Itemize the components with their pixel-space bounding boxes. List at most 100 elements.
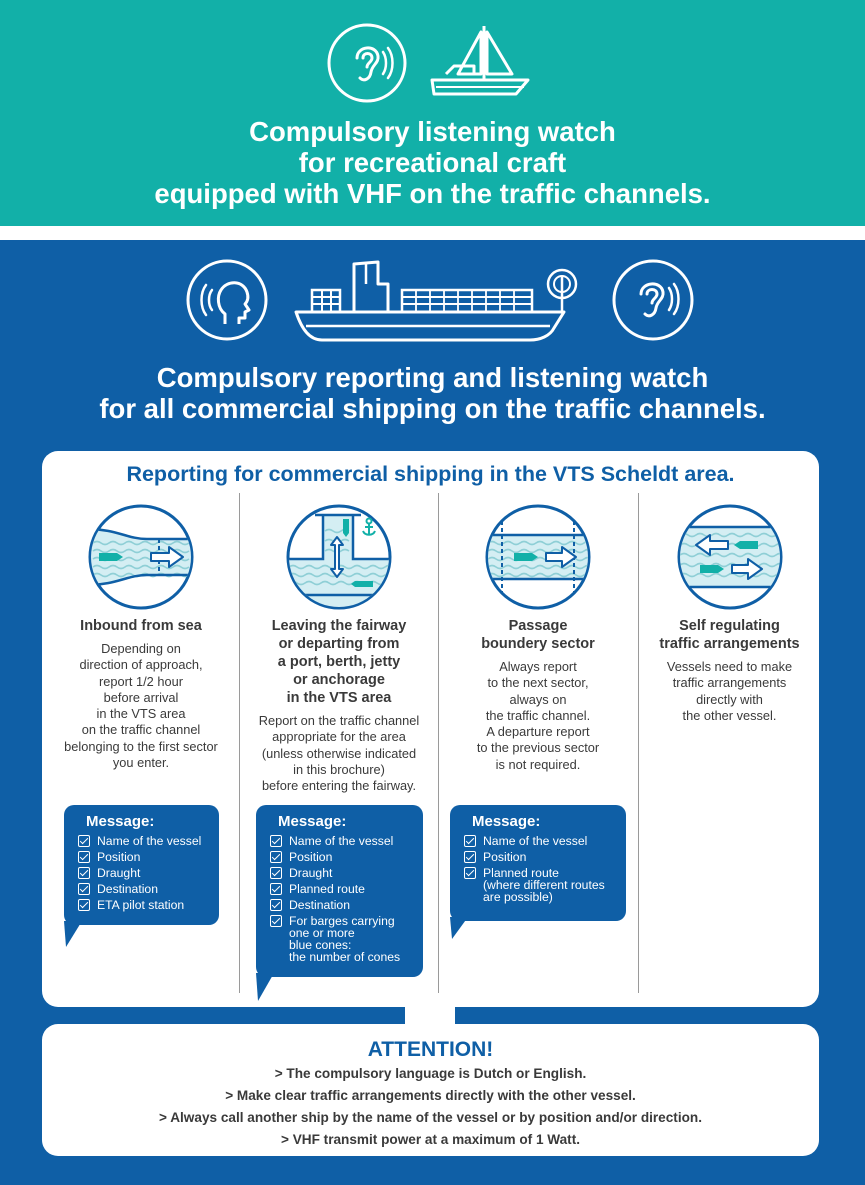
- checkbox-icon: [78, 835, 90, 847]
- checkbox-icon: [464, 867, 476, 879]
- body-line: on the traffic channel: [81, 722, 201, 738]
- leaving-berth-icon: [286, 504, 392, 610]
- message-item: Position: [270, 849, 413, 865]
- message-item: Position: [464, 849, 616, 865]
- message-item: Name of the vessel: [78, 833, 209, 849]
- sailboat-icon: [430, 26, 530, 96]
- checkbox-icon: [464, 835, 476, 847]
- column-leaving-fairway: Leaving the fairway or departing from a …: [244, 503, 434, 794]
- two-way-traffic-icon: [677, 504, 782, 610]
- heading-line: or departing from: [278, 636, 400, 652]
- message-item: Destination: [270, 897, 413, 913]
- body-line: Depending on: [101, 641, 181, 656]
- message-item: Planned route: [270, 881, 413, 897]
- message-item: Position: [78, 849, 209, 865]
- heading-line: Leaving the fairway: [271, 618, 407, 634]
- panel-title: Reporting for commercial shipping in the…: [126, 462, 735, 486]
- header-icons: [0, 22, 865, 103]
- checkbox-icon: [270, 851, 282, 863]
- body-line: always on: [509, 691, 567, 707]
- reporting-panel: Reporting for commercial shipping in the…: [42, 451, 819, 1007]
- message-item: Destination: [78, 881, 209, 897]
- message-box: Message: Name of the vessel Position Dra…: [256, 805, 423, 977]
- body-line: before entering the fairway.: [261, 778, 417, 794]
- speaking-head-icon: [186, 259, 268, 341]
- message-box: Message: Name of the vessel Position Dra…: [64, 805, 219, 925]
- column-divider: [239, 493, 240, 993]
- body-line: A departure report: [486, 724, 590, 740]
- body-line: in the VTS area: [96, 706, 186, 722]
- header-title-line: Compulsory listening watch: [249, 116, 616, 147]
- heading-line: a port, berth, jetty: [277, 654, 401, 670]
- heading-line: Inbound from sea: [80, 618, 202, 634]
- body-line: is not required.: [495, 756, 581, 772]
- attention-line: > The compulsory language is Dutch or En…: [274, 1066, 587, 1081]
- body-line: appropriate for the area: [272, 729, 406, 745]
- checkbox-icon: [78, 851, 90, 863]
- body-line: in this brochure): [293, 761, 385, 777]
- message-item: Name of the vessel: [464, 833, 616, 849]
- body-line: belonging to the first sector: [64, 738, 218, 754]
- attention-connector: [405, 1007, 455, 1025]
- body-line: (unless otherwise indicated: [261, 745, 417, 761]
- body-line: Vessels need to make: [666, 659, 793, 674]
- heading-line: boundery sector: [481, 636, 595, 652]
- header-title-line: equipped with VHF on the traffic channel…: [154, 178, 711, 209]
- body-line: to the next sector,: [487, 675, 589, 691]
- message-tail: [256, 973, 274, 1001]
- message-title: Message:: [86, 813, 155, 830]
- body-line: the traffic channel.: [485, 707, 591, 723]
- band-separator: [0, 226, 865, 240]
- message-item: Planned route (where different routes ar…: [464, 865, 616, 903]
- message-tail: [450, 917, 468, 939]
- heading-line: or anchorage: [293, 672, 385, 688]
- message-item: For barges carrying one or more blue con…: [270, 913, 413, 963]
- checkbox-icon: [270, 915, 282, 927]
- column-divider: [638, 493, 639, 993]
- checkbox-icon: [270, 835, 282, 847]
- body-line: traffic arrangements: [672, 675, 787, 691]
- message-box: Message: Name of the vessel Position Pla…: [450, 805, 626, 921]
- message-item: Draught: [270, 865, 413, 881]
- body-line: report 1/2 hour: [99, 673, 183, 689]
- body-line: you enter.: [112, 755, 170, 771]
- column-heading: Leaving the fairway or departing from a …: [244, 617, 434, 707]
- attention-line: > VHF transmit power at a maximum of 1 W…: [281, 1132, 580, 1147]
- heading-line: Self regulating: [679, 618, 780, 634]
- attention-title: ATTENTION!: [367, 1038, 494, 1061]
- body-line: before arrival: [103, 689, 179, 705]
- body-line: the other vessel.: [682, 707, 777, 723]
- column-body: Depending on direction of approach, repo…: [46, 641, 236, 771]
- column-inbound: Inbound from sea Depending on direction …: [46, 503, 236, 771]
- message-item: Name of the vessel: [270, 833, 413, 849]
- sector-boundary-icon: [485, 504, 591, 610]
- checkbox-icon: [78, 899, 90, 911]
- message-title: Message:: [472, 813, 541, 830]
- heading-line: in the VTS area: [286, 690, 392, 706]
- message-tail: [64, 921, 82, 947]
- heading-line: Passage: [508, 618, 568, 634]
- column-heading: Passage boundery sector: [442, 617, 634, 653]
- message-item: ETA pilot station: [78, 897, 209, 913]
- column-divider: [438, 493, 439, 993]
- commercial-title-line: Compulsory reporting and listening watch: [156, 362, 709, 393]
- column-heading: Inbound from sea: [46, 617, 236, 635]
- checkbox-icon: [270, 899, 282, 911]
- column-body: Report on the traffic channel appropriat…: [244, 713, 434, 794]
- attention-line: > Make clear traffic arrangements direct…: [225, 1088, 636, 1103]
- checkbox-icon: [78, 883, 90, 895]
- body-line: direction of approach,: [79, 657, 203, 673]
- column-self-regulating: Self regulating traffic arrangements Ves…: [642, 503, 817, 724]
- checkbox-icon: [270, 883, 282, 895]
- column-body: Vessels need to make traffic arrangement…: [642, 659, 817, 724]
- header-title: Compulsory listening watch for recreatio…: [0, 116, 865, 209]
- commercial-title-line: for all commercial shipping on the traff…: [99, 393, 766, 424]
- cargo-ship-icon: [294, 260, 578, 342]
- attention-line: > Always call another ship by the name o…: [159, 1110, 702, 1125]
- ear-icon: [327, 23, 407, 103]
- header-title-line: for recreational craft: [298, 147, 567, 178]
- ear-icon: [612, 259, 694, 341]
- column-passage-sector: Passage boundery sector Always report to…: [442, 503, 634, 773]
- body-line: directly with: [696, 691, 763, 707]
- body-line: to the previous sector: [476, 740, 600, 756]
